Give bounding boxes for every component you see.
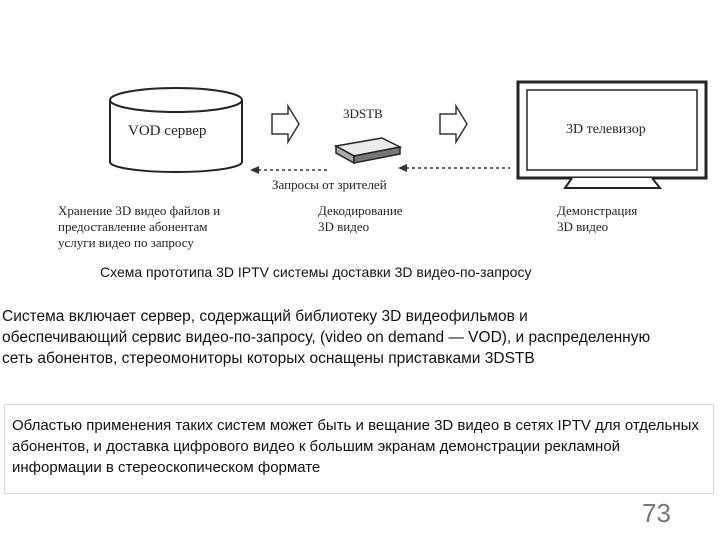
diagram-caption: Схема прототипа 3D IPTV системы доставки…	[100, 264, 532, 280]
tv-label: 3D телевизор	[566, 122, 646, 137]
stb-box	[333, 137, 403, 165]
vod-server-label: VOD сервер	[128, 123, 206, 139]
arrow-right-1	[271, 103, 300, 145]
tv-desc-line-2: 3D видео	[557, 219, 608, 234]
server-desc-line-1: Хранение 3D видео файлов и	[58, 203, 220, 218]
tv-icon	[516, 80, 708, 189]
server-desc-line-3: услуги видео по запросу	[58, 235, 194, 250]
page-number: 73	[642, 498, 671, 528]
paragraph-applications: Областью применения таких систем может б…	[12, 417, 699, 476]
stb-label: 3DSTB	[343, 106, 383, 121]
iptv-diagram: VOD сервер 3DSTB 3D телевизор	[58, 80, 708, 250]
requests-label: Запросы от зрителей	[272, 177, 387, 192]
paragraph-system-description: Система включает сервер, содержащий библ…	[2, 308, 651, 367]
paragraph-frame	[4, 404, 714, 494]
stb-desc-line-1: Декодирование	[318, 203, 403, 218]
vod-server-cylinder	[109, 87, 243, 173]
arrow-right-2	[439, 103, 468, 145]
server-desc-line-2: предоставление абонентам	[58, 219, 207, 234]
requests-arrows	[250, 164, 510, 174]
stb-desc-line-2: 3D видео	[318, 219, 369, 234]
tv-desc-line-1: Демонстрация	[557, 203, 637, 218]
